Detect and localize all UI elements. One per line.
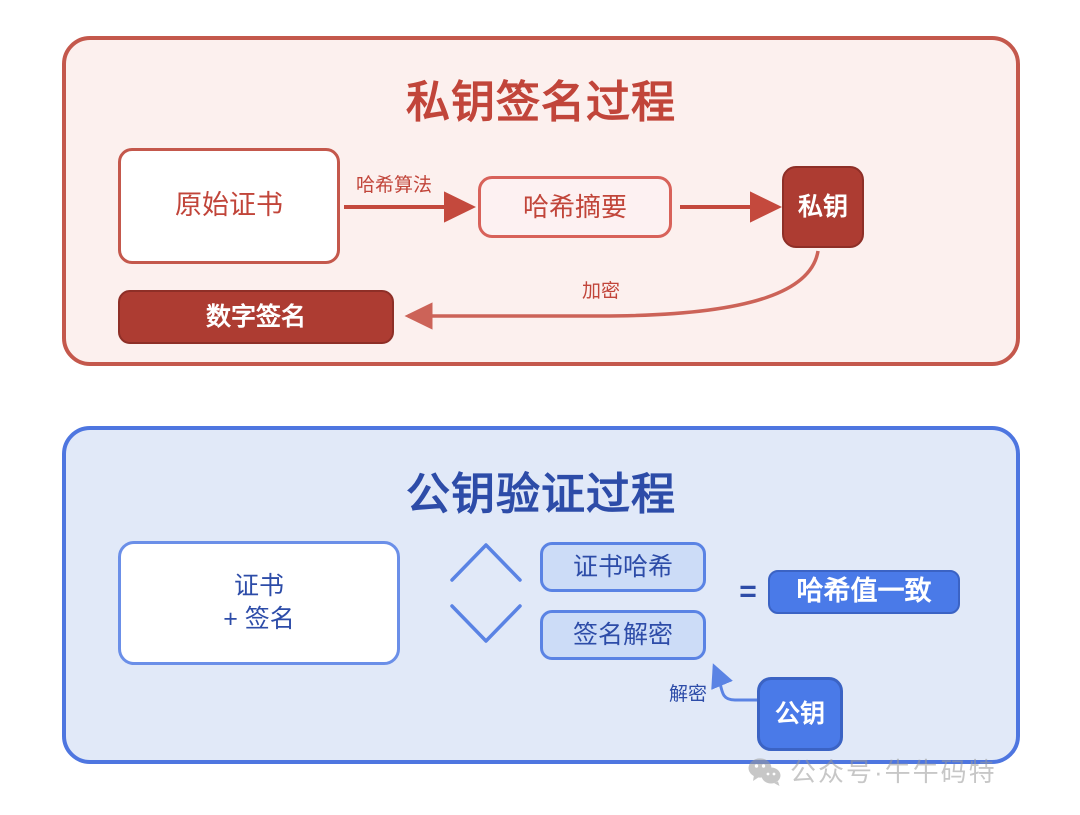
node-certificate-plus-signature: 证书 + 签名	[118, 541, 400, 665]
edge-label-encrypt: 加密	[582, 281, 621, 302]
watermark-text: 公众号·牛牛码特	[790, 757, 997, 787]
sign-panel-title: 私钥签名过程	[406, 78, 676, 127]
watermark: 公众号·牛牛码特	[748, 752, 997, 789]
verify-panel-title: 公钥验证过程	[406, 470, 676, 519]
equals-symbol: =	[739, 575, 757, 608]
node-certificate-hash: 证书哈希	[540, 542, 706, 592]
node-hash-match: 哈希值一致	[768, 570, 960, 614]
node-original-certificate: 原始证书	[118, 148, 340, 264]
node-hash-digest: 哈希摘要	[478, 176, 672, 238]
node-public-key: 公钥	[757, 677, 843, 751]
node-signature-decrypt: 签名解密	[540, 610, 706, 660]
node-digital-signature: 数字签名	[118, 290, 394, 344]
edge-label-hash-algorithm: 哈希算法	[356, 175, 433, 196]
wechat-icon	[748, 757, 781, 786]
node-private-key: 私钥	[782, 166, 864, 248]
edge-label-decrypt: 解密	[669, 684, 708, 705]
